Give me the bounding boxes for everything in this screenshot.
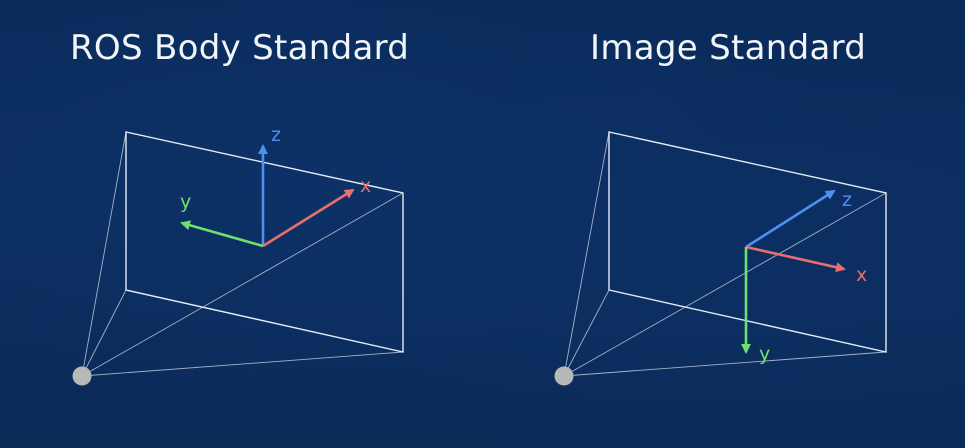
ros-body-standard-title: ROS Body Standard xyxy=(70,28,410,68)
right-image-plane xyxy=(608,131,887,353)
right-y-label: y xyxy=(759,343,770,365)
right-x-axis-arrow xyxy=(745,245,846,273)
image-standard-panel: z x y xyxy=(554,131,887,386)
left-y-label: y xyxy=(180,191,191,213)
left-z-label: z xyxy=(271,124,281,146)
right-camera-center xyxy=(554,366,574,386)
left-x-label: x xyxy=(360,175,371,197)
left-y-axis-arrow xyxy=(180,220,264,248)
left-camera-center xyxy=(72,366,92,386)
right-z-axis-arrow xyxy=(745,189,836,249)
right-x-label: x xyxy=(856,264,867,286)
ros-body-panel: z y x xyxy=(72,124,404,386)
left-x-axis-arrow xyxy=(262,188,355,248)
right-frustum-lines xyxy=(563,131,887,377)
right-z-label: z xyxy=(842,189,852,211)
left-image-plane xyxy=(125,131,404,353)
image-standard-title: Image Standard xyxy=(590,28,867,68)
left-frustum-lines xyxy=(81,131,404,377)
